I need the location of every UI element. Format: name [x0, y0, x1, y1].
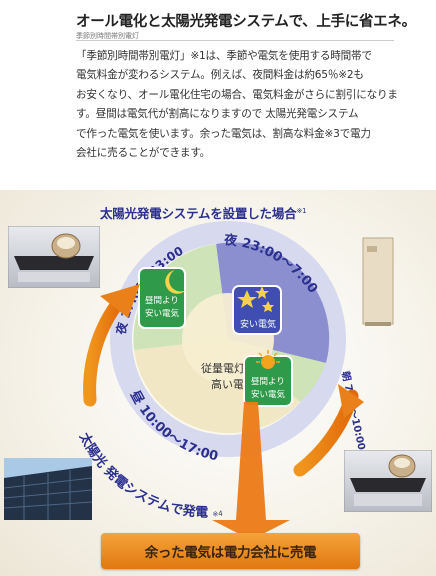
- body-line: 会社に売ることができます。: [76, 147, 211, 160]
- arrow-head-left: [100, 284, 140, 318]
- diagram-title-note: ※1: [296, 206, 307, 215]
- diagram-title-text: 太陽光発電システムを設置した場合: [100, 206, 297, 221]
- stars-icon: [237, 286, 274, 312]
- body-paragraph: 「季節別時間帯別電灯」※1は、季節や電気を使用する時間帯で 電気料金が変わるシス…: [76, 47, 408, 163]
- body-line: 「季節別時間帯別電灯」※1は、季節や電気を使用する時間帯で: [76, 50, 372, 62]
- evening-badge-line-1: 昼間より: [145, 296, 179, 306]
- banner-text: 余った電気は電力会社に売電: [144, 545, 317, 561]
- arrow-left-upper: [83, 293, 127, 407]
- night-badge-text: 安い電気: [240, 318, 276, 330]
- divider: [76, 40, 394, 41]
- solar-roof-photo: [4, 458, 92, 520]
- moon-icon: [165, 270, 186, 294]
- body-line: お安くなり、オール電化住宅の場合、電気料金がさらに割引になりま: [76, 88, 398, 101]
- cooktop-photo: [8, 226, 100, 288]
- sell-electricity-banner: 余った電気は電力会社に売電: [101, 533, 360, 569]
- arrow-down: [212, 402, 290, 540]
- body-line: 電気料金が変わるシステム。例えば、夜間料金は約65％※2も: [76, 69, 364, 82]
- sun-icon: [256, 350, 280, 369]
- subhead: 季節別時間帯別電灯: [76, 32, 139, 40]
- headline: オール電化と太陽光発電システムで、上手に省エネ。: [76, 14, 416, 30]
- morning-badge-line-2: 安い電気: [251, 389, 286, 400]
- evening-badge: [138, 267, 186, 329]
- cooktop-photo-2: [344, 450, 432, 512]
- body-line: す。昼間は電気代が割高になりますので 太陽光発電システム: [76, 108, 359, 121]
- water-heater-photo: [362, 237, 394, 326]
- diagram-title: 太陽光発電システムを設置した場合※1: [100, 203, 307, 222]
- arrow-head-right: [338, 384, 364, 418]
- evening-badge-line-2: 安い電気: [145, 308, 180, 319]
- morning-badge-line-1: 昼間より: [251, 377, 285, 387]
- body-line: で作った電気を使います。余った電気は、割高な料金※3で電力: [76, 127, 371, 140]
